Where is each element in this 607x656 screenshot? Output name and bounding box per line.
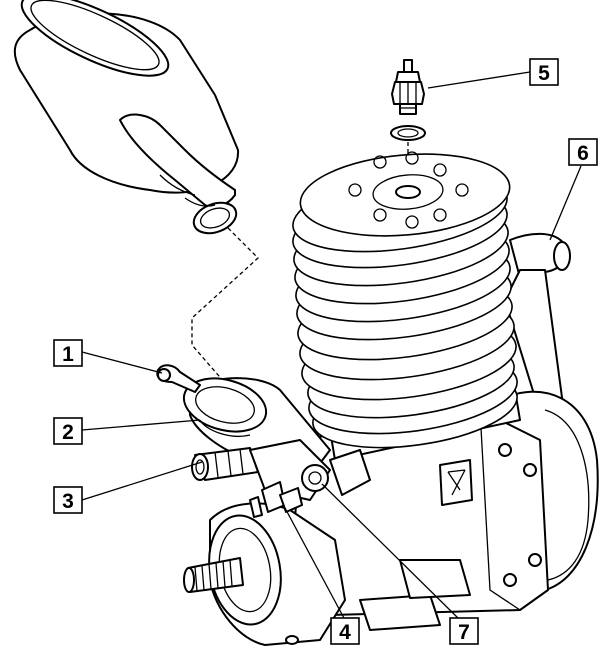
callout-4: 4 bbox=[330, 617, 360, 645]
callout-7: 7 bbox=[449, 617, 479, 645]
glow-plug bbox=[390, 59, 426, 141]
cylinder-head bbox=[299, 151, 511, 237]
front-housing bbox=[208, 502, 346, 646]
leader-2 bbox=[81, 419, 201, 431]
callout-4-label: 4 bbox=[339, 621, 351, 644]
callout-1: 1 bbox=[53, 339, 83, 367]
callout-5-label: 5 bbox=[538, 62, 550, 85]
fuel-nipple bbox=[191, 447, 259, 481]
throttle-arm bbox=[156, 364, 201, 393]
leader-4 bbox=[284, 507, 346, 621]
callout-2-label: 2 bbox=[62, 421, 74, 444]
callout-3: 3 bbox=[53, 486, 83, 514]
carb-body-lower bbox=[249, 439, 371, 501]
cylinder bbox=[292, 151, 521, 461]
leader-1 bbox=[81, 351, 163, 374]
leader-5 bbox=[427, 71, 531, 89]
callout-1-label: 1 bbox=[62, 343, 74, 366]
mixture-needle bbox=[249, 481, 303, 518]
callout-2: 2 bbox=[53, 417, 83, 445]
leader-7 bbox=[321, 483, 461, 621]
filter-to-carb-dashed-line bbox=[191, 227, 259, 399]
crankshaft bbox=[183, 557, 244, 593]
air-filter bbox=[13, 0, 240, 235]
leader-6 bbox=[549, 165, 582, 241]
callout-7-label: 7 bbox=[458, 621, 470, 644]
callout-5: 5 bbox=[529, 58, 559, 86]
callout-6: 6 bbox=[568, 138, 598, 166]
leader-3 bbox=[81, 461, 203, 501]
callout-6-label: 6 bbox=[577, 142, 589, 165]
callout-3-label: 3 bbox=[62, 490, 74, 513]
